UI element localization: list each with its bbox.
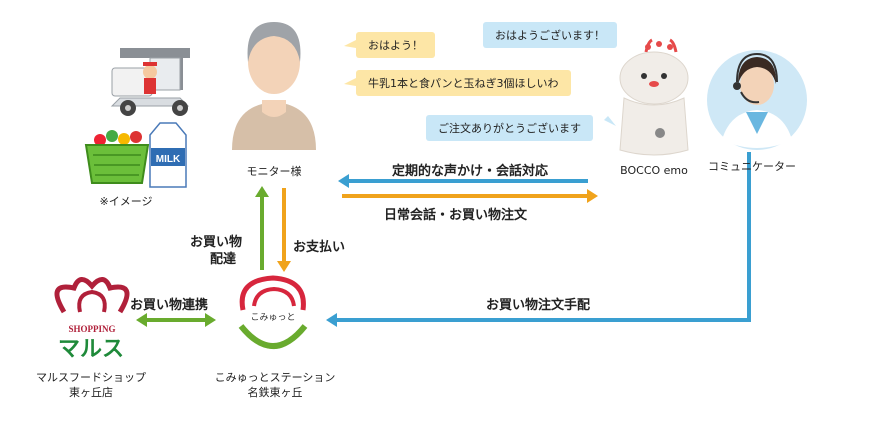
monitor-hello-bubble: おはよう！	[356, 32, 435, 58]
bocco-emo-robot-icon	[619, 38, 689, 156]
shopping-basket-icon	[84, 130, 150, 184]
shop-name-line1: マルスフードショップ	[36, 371, 146, 384]
delivery-label-line1: お買い物	[190, 235, 243, 250]
communicator-caption: コミュニケーター	[708, 160, 796, 173]
monitor-order-bubble: 牛乳1本と食パンと玉ねぎ3個ほしいわ	[356, 70, 571, 96]
bocco-thanks-bubble: ご注文ありがとうございます	[426, 115, 593, 141]
elderly-woman-icon	[232, 22, 316, 150]
milk-carton-icon: MILK	[149, 122, 187, 188]
image-note: ※イメージ	[99, 195, 153, 208]
payment-label: お支払い	[293, 240, 346, 255]
shop-name-line2: 東ヶ丘店	[69, 386, 113, 399]
shop-logo-big-text: マルス	[58, 337, 124, 362]
order-arrangement-arrow	[336, 152, 751, 322]
communicator-hello-bubble: おはようございます！	[483, 22, 617, 48]
mars-shop-logo: SHOPPING マルス	[54, 277, 130, 362]
bocco-caption: BOCCO emo	[620, 164, 688, 177]
daily-order-label: 日常会話・お買い物注文	[384, 208, 528, 223]
monitor-caption: モニター様	[246, 165, 302, 178]
station-logo-text: こみゅっと	[250, 312, 295, 323]
shopping-link-label: お買い物連携	[130, 298, 209, 313]
regular-call-label: 定期的な声かけ・会話対応	[392, 164, 549, 179]
communicator-operator-icon	[707, 50, 807, 150]
delivery-label-line2: 配達	[210, 252, 237, 267]
order-arrangement-label: お買い物注文手配	[486, 298, 591, 313]
milk-label: MILK	[156, 154, 181, 165]
station-name-line1: こみゅっとステーション	[214, 371, 336, 384]
delivery-scooter-icon	[110, 48, 190, 116]
shop-logo-small-text: SHOPPING	[68, 324, 115, 334]
station-name-line2: 名鉄東ヶ丘	[247, 386, 303, 399]
komyutto-station-logo: こみゅっと	[238, 275, 308, 349]
